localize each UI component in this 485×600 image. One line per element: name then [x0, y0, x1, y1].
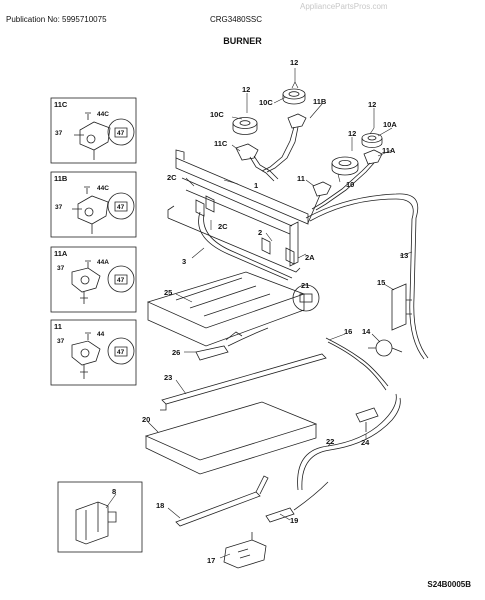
igniter-19: [265, 481, 329, 523]
callout-21: 21: [301, 281, 309, 290]
bracket-15: [391, 283, 412, 331]
callout-15: 15: [377, 278, 385, 287]
module-17: [223, 532, 267, 569]
callout-23: 23: [164, 373, 172, 382]
inset-11c: [50, 97, 137, 164]
inset-8: [57, 481, 143, 553]
valve-14: [368, 339, 403, 357]
callout-10c: 10C: [210, 110, 224, 119]
burner-base-11: [307, 181, 332, 224]
callout-11b: 11B: [313, 97, 327, 106]
inset-part-label: 47: [117, 349, 125, 356]
thermostat-24: [355, 407, 379, 432]
inset-label: 11: [54, 322, 62, 331]
model-number: CRG3480SSC: [210, 15, 263, 24]
inset-part-label: 37: [57, 338, 65, 345]
diagram-title: BURNER: [223, 36, 262, 46]
inset-part-label: 47: [117, 130, 125, 137]
detail-21: [292, 284, 320, 312]
callout-12: 12: [348, 129, 356, 138]
callout-22: 22: [326, 437, 334, 446]
inset-part-label: 44C: [97, 111, 109, 118]
tray-20: [144, 401, 318, 475]
leader-lines: [105, 68, 413, 559]
callout-2c: 2C: [167, 173, 177, 182]
callout-12: 12: [290, 58, 298, 67]
gas-tube-13: [305, 193, 429, 360]
callout-16: 16: [344, 327, 352, 336]
callout-12: 12: [242, 85, 250, 94]
callout-10a: 10A: [383, 120, 397, 129]
callout-2c: 2C: [218, 222, 228, 231]
callout-20: 20: [142, 415, 150, 424]
inset-11: [50, 319, 137, 386]
callout-11: 11: [297, 174, 305, 183]
callout-1: 1: [254, 181, 258, 190]
inset-frame: [50, 319, 137, 386]
burner-head-10: [331, 156, 359, 176]
burner-head-10c-top: [282, 88, 306, 105]
inset-frame: [57, 481, 143, 553]
tube-22: [297, 393, 401, 491]
callout-3: 3: [182, 257, 186, 266]
burner-head-10a: [361, 133, 383, 148]
inset-label: 11C: [54, 100, 68, 109]
callout-8: 8: [112, 487, 116, 496]
inset-part-label: 37: [55, 204, 63, 211]
burner-base-11a: [311, 149, 383, 211]
inset-frame: [50, 171, 137, 238]
callout-13: 13: [400, 251, 408, 260]
burner-base-11c: [235, 143, 279, 182]
inset-frame: [50, 246, 137, 313]
inset-part-label: 44A: [97, 259, 109, 266]
burner-tray-25: [146, 271, 306, 347]
inset-part-label: 44: [97, 331, 105, 338]
callout-11c: 11C: [214, 139, 228, 148]
callout-12: 12: [368, 100, 376, 109]
inset-label: 11A: [54, 249, 68, 258]
callout-24: 24: [361, 438, 370, 447]
callout-19: 19: [290, 516, 298, 525]
tube-16: [325, 337, 389, 391]
inset-part-label: 37: [55, 130, 63, 137]
burner-head-10c: [232, 117, 258, 135]
inset-part-label: 44C: [97, 185, 109, 192]
callout-11a: 11A: [382, 146, 396, 155]
callout-25: 25: [164, 288, 172, 297]
watermark: AppliancePartsPros.com: [300, 2, 388, 11]
inset-frame: [50, 97, 137, 164]
inset-part-label: 47: [117, 204, 125, 211]
callout-2a: 2A: [305, 253, 315, 262]
callout-26: 26: [172, 348, 180, 357]
publication-number: Publication No: 5995710075: [6, 15, 107, 24]
callout-10: 10: [346, 180, 354, 189]
callout-10c: 10C: [259, 98, 273, 107]
inset-11b: [50, 171, 137, 238]
bar-18: [175, 475, 269, 527]
igniter-26: [195, 327, 269, 361]
callout-17: 17: [207, 556, 215, 565]
callout-18: 18: [156, 501, 164, 510]
callout-2: 2: [258, 228, 262, 237]
burner-base-11b: [261, 113, 307, 173]
inset-label: 11B: [54, 174, 68, 183]
manifold-assembly: [167, 149, 309, 281]
diagram-code: S24B0005B: [427, 580, 471, 589]
bar-23: [160, 353, 327, 411]
inset-11a: [50, 246, 137, 313]
callout-14: 14: [362, 327, 371, 336]
inset-part-label: 47: [117, 277, 125, 284]
inset-part-label: 37: [57, 265, 65, 272]
